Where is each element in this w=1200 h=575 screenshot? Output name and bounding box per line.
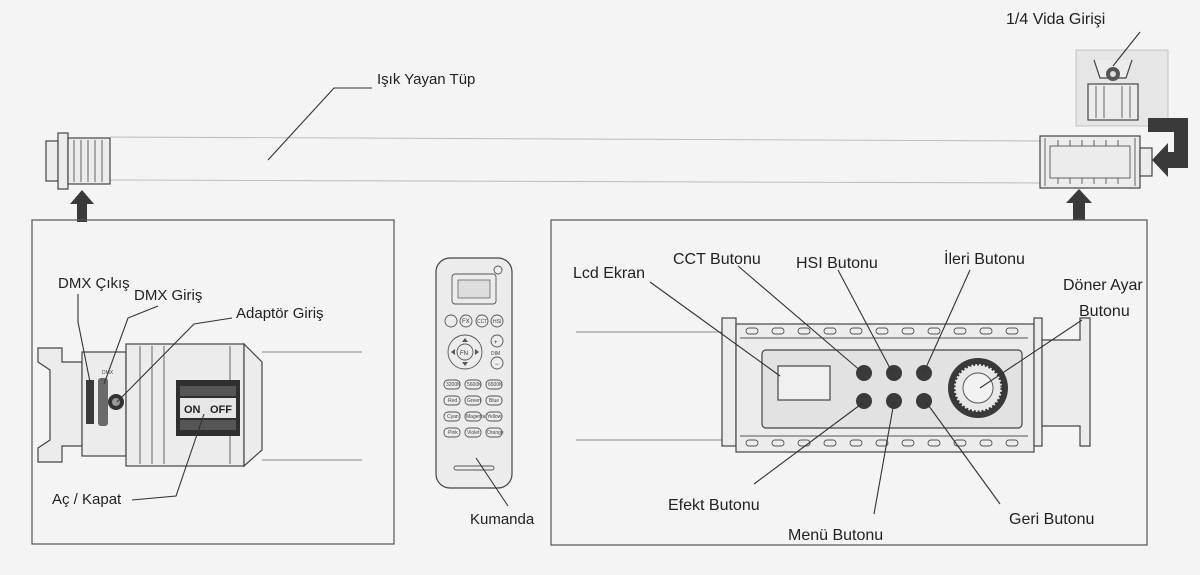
remote-control: FX CCT HSI FN + DIM − 3200K [435, 257, 535, 528]
svg-text:Magenta: Magenta [466, 414, 486, 420]
label-effect: Efekt Butonu [668, 497, 760, 514]
svg-text:Red: Red [448, 398, 457, 404]
label-adapter-in: Adaptör Giriş [236, 305, 324, 322]
label-forward: İleri Butonu [944, 249, 1025, 268]
tube-grip-ribs [745, 327, 1019, 447]
svg-text:Violet: Violet [467, 430, 480, 436]
right-detail-panel: Lcd Ekran CCT Butonu HSI Butonu İleri Bu… [550, 219, 1148, 546]
switch-on-text: ON [184, 404, 201, 416]
svg-text:Cyan: Cyan [447, 414, 459, 420]
svg-text:5600K: 5600K [467, 382, 482, 388]
svg-text:Blue: Blue [489, 398, 499, 404]
svg-text:+: + [494, 340, 498, 346]
lcd-screen [777, 365, 831, 401]
svg-text:Pink: Pink [448, 430, 458, 436]
svg-text:6500K: 6500K [488, 382, 503, 388]
tube-right-end-cap [1039, 135, 1153, 189]
label-dmx-out: DMX Çıkış [58, 275, 130, 292]
svg-text:Orange: Orange [487, 430, 504, 436]
tube-left-end-cap [45, 132, 111, 190]
remote-cct-key: CCT [477, 319, 487, 325]
label-power: Aç / Kapat [52, 491, 122, 508]
up-arrow-left-icon [70, 190, 94, 222]
remote-preset-grid: 3200K 5600K 6500K Red Green Blue Cyan Ma… [443, 379, 504, 438]
label-screw-mount: 1/4 Vida Girişi [1006, 11, 1105, 28]
label-back: Geri Butonu [1009, 511, 1094, 528]
svg-text:Yellow: Yellow [487, 414, 502, 420]
up-arrow-right-icon [1066, 189, 1092, 220]
svg-text:Green: Green [467, 398, 481, 404]
curved-arrow-icon [1148, 118, 1188, 177]
left-detail-panel: DMX ON OFF DMX Çıkış DMX Giriş Adaptör G… [31, 219, 395, 545]
label-tube: Işık Yayan Tüp [377, 71, 475, 88]
tube-assembly: Işık Yayan Tüp 1/4 Vida Girişi [45, 11, 1188, 222]
menu-button [886, 393, 902, 409]
label-knob-line2: Butonu [1079, 303, 1130, 320]
remote-dim-label: DIM [491, 351, 500, 357]
switch-off-text: OFF [210, 404, 232, 416]
label-dmx-in: DMX Giriş [134, 287, 202, 304]
rotary-knob [948, 358, 1008, 418]
label-hsi: HSI Butonu [796, 255, 878, 272]
label-menu: Menü Butonu [788, 527, 883, 544]
label-remote: Kumanda [470, 511, 535, 528]
label-knob-line1: Döner Ayar [1063, 277, 1143, 294]
remote-hsi-key: HSI [493, 319, 501, 325]
label-lcd: Lcd Ekran [573, 265, 645, 282]
remote-fx-key: FX [462, 319, 470, 325]
remote-fn-key: FN [460, 351, 468, 357]
svg-text:3200K: 3200K [446, 382, 461, 388]
screw-mount-inset [1075, 49, 1169, 127]
hsi-button [886, 365, 902, 381]
label-cct: CCT Butonu [673, 251, 761, 268]
cct-button [856, 365, 872, 381]
svg-text:−: − [495, 362, 499, 368]
forward-button [916, 365, 932, 381]
